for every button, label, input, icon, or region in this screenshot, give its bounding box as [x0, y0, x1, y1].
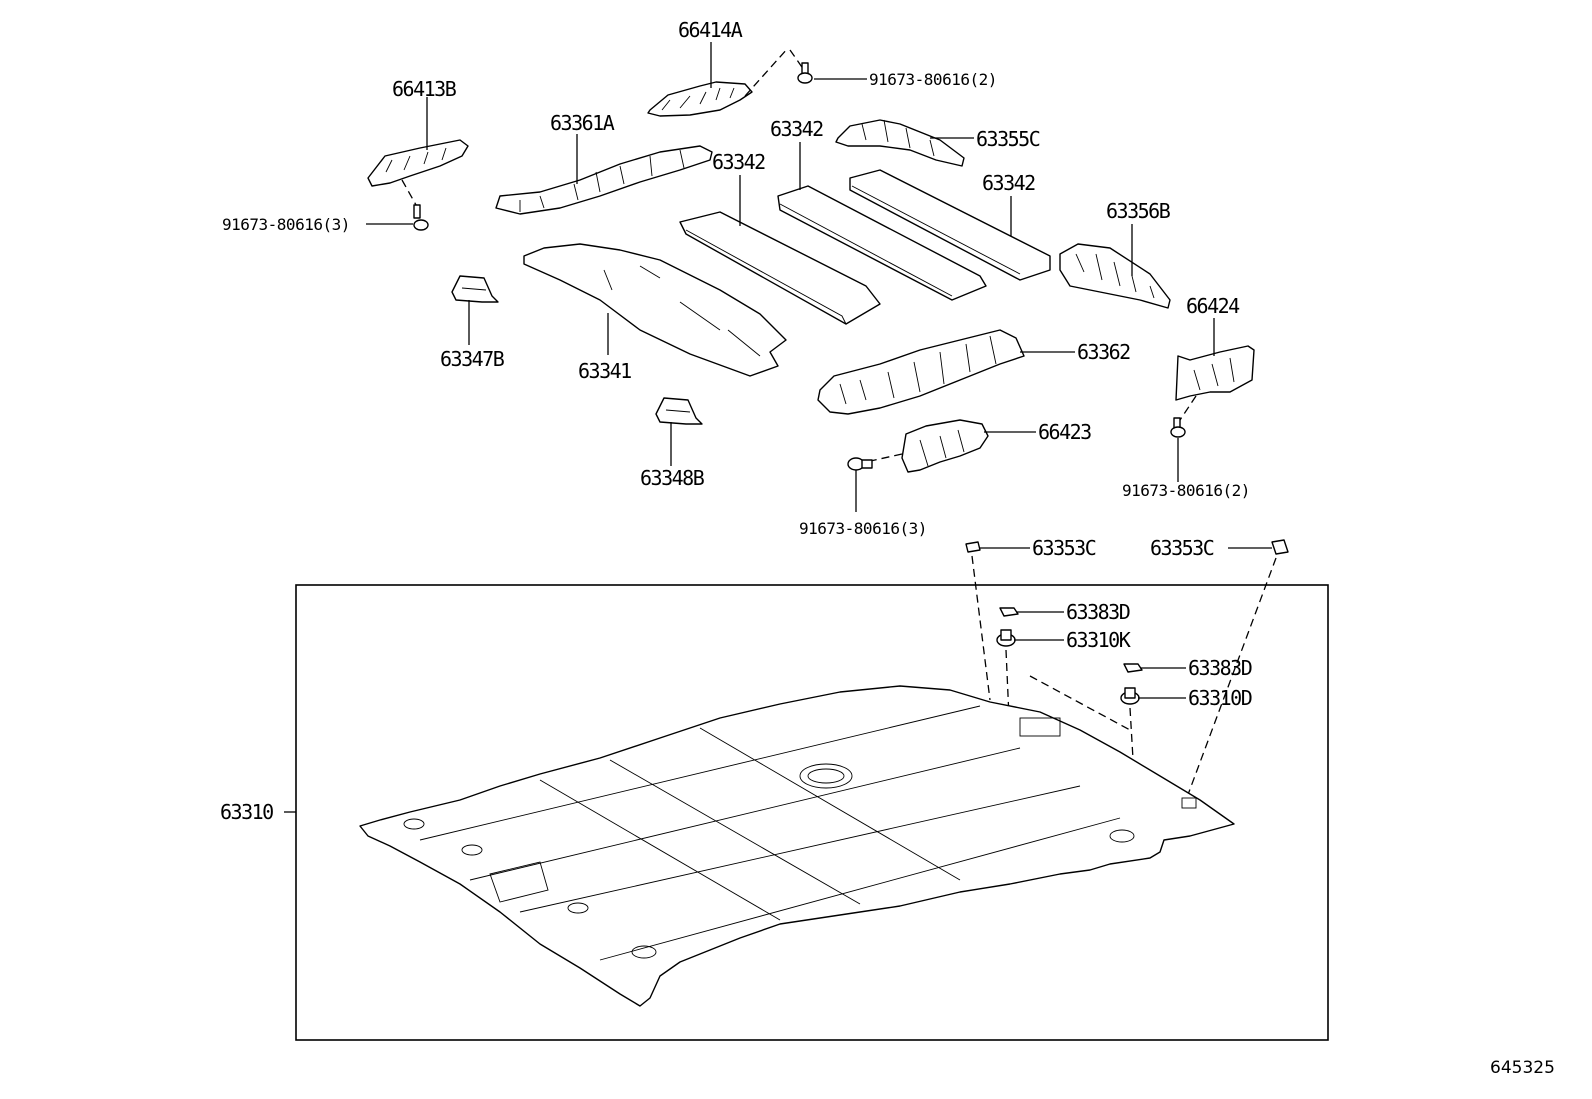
label-63356B: 63356B	[1106, 199, 1171, 223]
label-91673-right: 91673-80616(2)	[1122, 481, 1250, 500]
part-63347B: 63347B	[440, 275, 506, 371]
diagram-id: 645325	[1490, 1058, 1555, 1078]
label-91673-bottom: 91673-80616(3)	[799, 519, 927, 538]
label-66414A: 66414A	[678, 18, 743, 42]
label-63361A: 63361A	[550, 111, 615, 135]
label-66424: 66424	[1186, 294, 1240, 318]
part-63341: 63341	[523, 243, 787, 383]
label-63341: 63341	[578, 359, 631, 383]
label-63348B: 63348B	[640, 466, 705, 490]
label-63310: 63310	[220, 800, 273, 824]
label-63383D-upper: 63383D	[1066, 600, 1130, 624]
label-63353C-left: 63353C	[1032, 536, 1096, 560]
label-91673-left: 91673-80616(3)	[222, 215, 350, 234]
part-66423: 66423 91673-80616(3)	[799, 419, 1093, 538]
part-63353C-left: 63353C	[965, 536, 1097, 701]
part-91673-top: 91673-80616(2)	[744, 47, 997, 97]
label-63342-left: 63342	[712, 150, 765, 174]
label-63353C-right: 63353C	[1150, 536, 1214, 560]
part-63383D-lower: 63383D	[1123, 656, 1253, 680]
part-63361A: 63361A	[495, 111, 713, 215]
label-66423: 66423	[1038, 420, 1091, 444]
part-63342-right: 63342	[849, 169, 1051, 281]
label-63383D-lower: 63383D	[1188, 656, 1252, 680]
label-63362: 63362	[1077, 340, 1130, 364]
part-63342-mid: 63342	[770, 117, 987, 301]
part-66413B: 66413B 91673-80616(3)	[222, 77, 469, 234]
label-63355C: 63355C	[976, 127, 1040, 151]
label-63342-mid: 63342	[770, 117, 823, 141]
part-63362: 63362	[817, 329, 1132, 415]
label-66413B: 66413B	[392, 77, 457, 101]
label-63310K: 63310K	[1066, 628, 1131, 652]
part-63356B: 63356B	[1059, 199, 1172, 309]
part-63383D-upper: 63383D	[999, 600, 1131, 624]
part-63310K: 63310K	[996, 628, 1132, 741]
part-63348B: 63348B	[640, 397, 706, 490]
label-63342-right: 63342	[982, 171, 1035, 195]
part-66414A: 66414A	[647, 18, 753, 117]
part-63310-headliner: 63310	[220, 685, 1235, 1007]
part-63310D: 63310D	[1029, 675, 1253, 777]
part-66424: 66424 91673-80616(2)	[1122, 294, 1255, 500]
label-63347B: 63347B	[440, 347, 505, 371]
part-63342-left: 63342	[679, 150, 881, 325]
label-63310D: 63310D	[1188, 686, 1252, 710]
part-63353C-right: 63353C	[1150, 536, 1289, 801]
label-91673-top: 91673-80616(2)	[869, 70, 997, 89]
part-63355C: 63355C	[835, 119, 1041, 167]
